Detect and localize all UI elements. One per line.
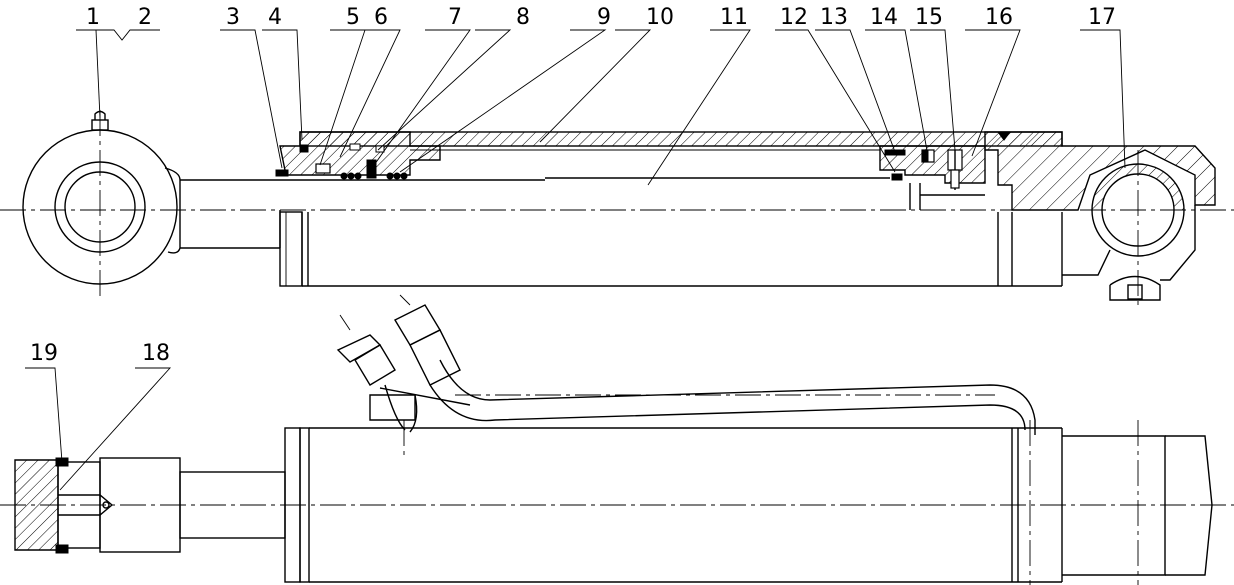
base-end-eye bbox=[997, 131, 1196, 310]
callout-6: 6 bbox=[374, 5, 388, 30]
callout-12: 12 bbox=[780, 5, 808, 30]
callout-17: 17 bbox=[1088, 5, 1116, 30]
bottom-external-view: 19 18 bbox=[0, 294, 1234, 585]
callout-5: 5 bbox=[346, 5, 360, 30]
callout-19: 19 bbox=[30, 341, 58, 366]
callout-7: 7 bbox=[448, 5, 462, 30]
rod-end-section bbox=[14, 457, 286, 554]
callout-16: 16 bbox=[985, 5, 1013, 30]
callout-8: 8 bbox=[516, 5, 530, 30]
bottom-barrel bbox=[284, 420, 1213, 585]
top-callouts: 1 2 3 4 5 6 7 8 9 10 11 12 13 14 15 16 1… bbox=[86, 5, 1116, 30]
top-sectional-view: 1 2 3 4 5 6 7 8 9 10 11 12 13 14 15 16 1… bbox=[0, 5, 1234, 310]
callout-18: 18 bbox=[142, 341, 170, 366]
cylinder-barrel bbox=[301, 212, 1063, 287]
rod-end-eye bbox=[22, 110, 178, 300]
base-end-cap bbox=[984, 131, 1216, 211]
callout-9: 9 bbox=[597, 5, 611, 30]
callout-15: 15 bbox=[915, 5, 943, 30]
callout-4: 4 bbox=[268, 5, 282, 30]
callout-1: 1 bbox=[86, 5, 100, 30]
callout-2: 2 bbox=[138, 5, 152, 30]
callout-13: 13 bbox=[820, 5, 848, 30]
oil-pipes bbox=[336, 294, 1036, 435]
piston-rod bbox=[164, 167, 545, 287]
callout-10: 10 bbox=[646, 5, 674, 30]
callout-14: 14 bbox=[870, 5, 898, 30]
top-leaders bbox=[76, 29, 1126, 186]
piston bbox=[879, 145, 986, 210]
callout-3: 3 bbox=[226, 5, 240, 30]
callout-11: 11 bbox=[720, 5, 748, 30]
